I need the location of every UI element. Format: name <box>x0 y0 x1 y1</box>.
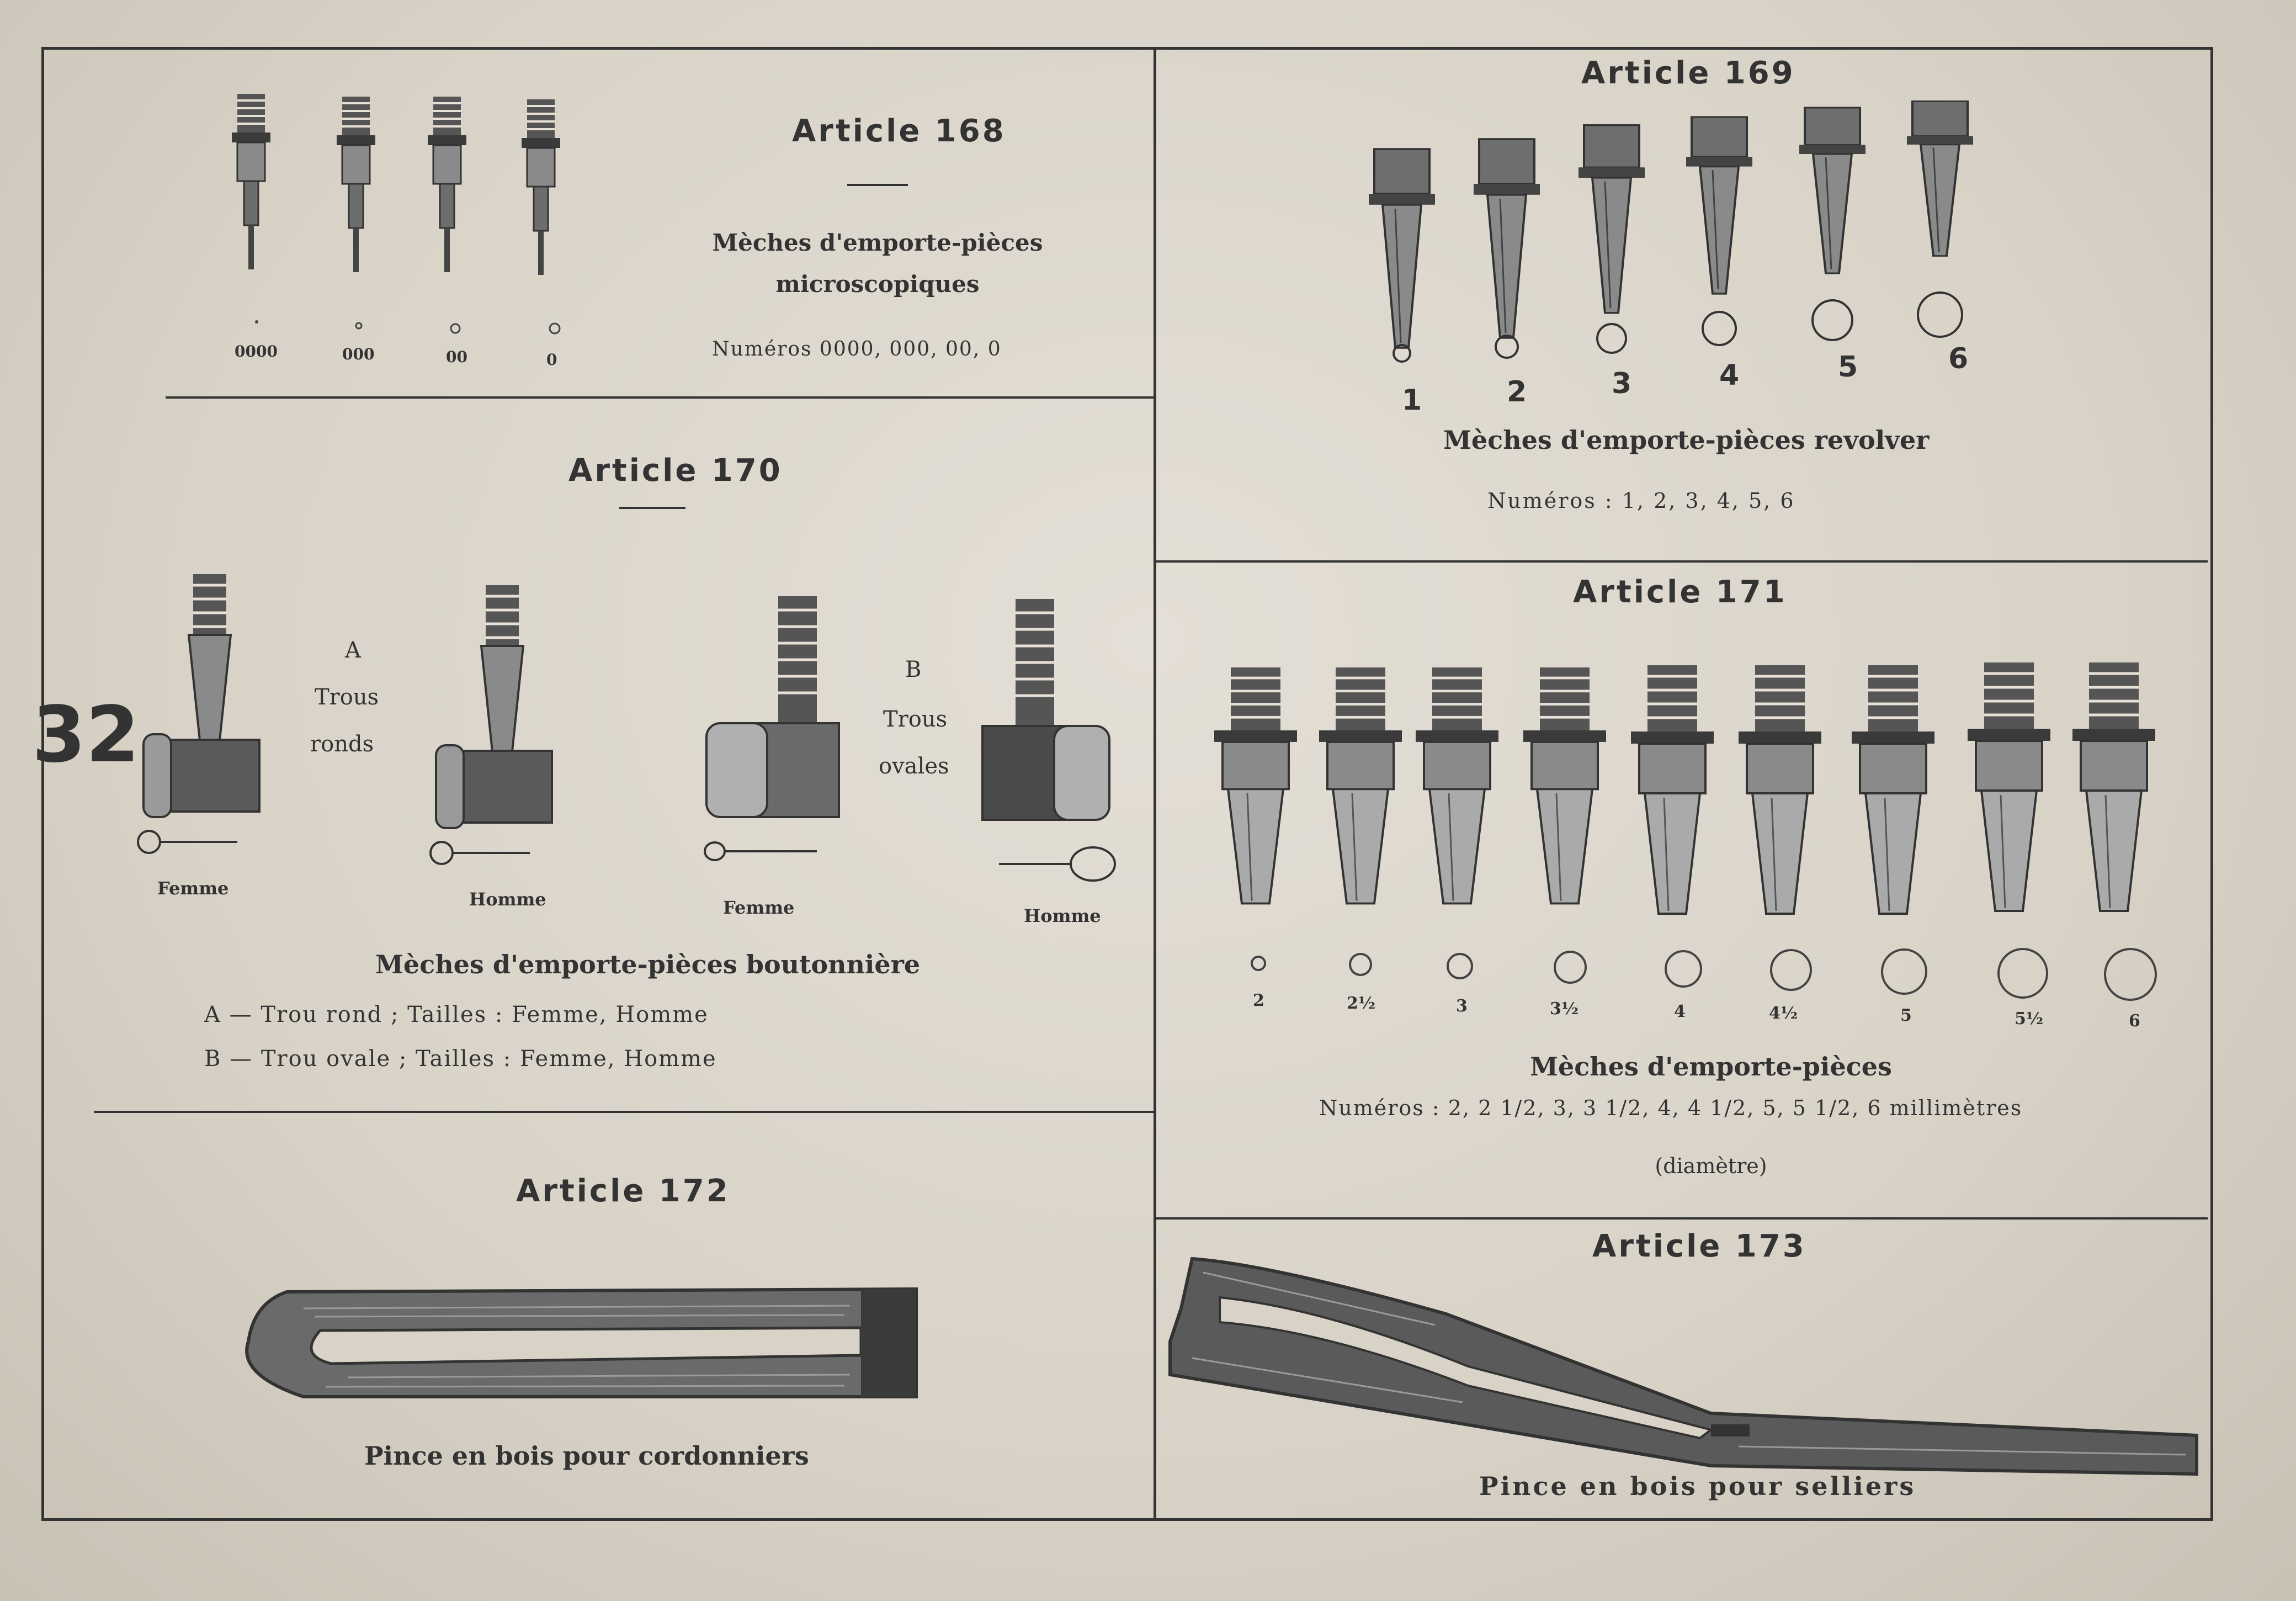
revolver-label-3: 3 <box>1612 367 1632 400</box>
bit-label-00: 00 <box>446 348 467 366</box>
divider-168-170 <box>166 396 1154 399</box>
bit-label-5-half: 5½ <box>2015 1009 2044 1029</box>
bit-label-6: 6 <box>2129 1011 2140 1031</box>
article-170-line-b: B — Trou ovale ; Tailles : Femme, Homme <box>204 1046 717 1072</box>
article-168-numbers: Numéros 0000, 000, 00, 0 <box>712 338 1002 361</box>
hole-size-circles <box>1251 948 2157 1001</box>
article-171-numbers-unit: (diamètre) <box>1655 1154 1767 1178</box>
wooden-clamp-illustration <box>245 1287 918 1398</box>
bit-label-0000: 0000 <box>235 342 278 361</box>
article-169-description: Mèches d'emporte-pièces revolver <box>1443 425 1930 455</box>
title-underline <box>619 507 685 509</box>
divider-170-172 <box>94 1111 1154 1113</box>
article-171-title: Article 171 <box>1573 574 1787 610</box>
article-169-title: Article 169 <box>1581 55 1795 91</box>
group-b-letter: B <box>905 657 922 682</box>
divider-169-171 <box>1154 560 2208 563</box>
article-169-numbers: Numéros : 1, 2, 3, 4, 5, 6 <box>1487 489 1795 513</box>
article-172-description: Pince en bois pour cordonniers <box>364 1441 809 1471</box>
revolver-label-6: 6 <box>1948 342 1969 375</box>
group-a-letter: A <box>345 638 361 663</box>
revolver-label-2: 2 <box>1507 375 1527 409</box>
article-170-line-a: A — Trou rond ; Tailles : Femme, Homme <box>204 1002 709 1027</box>
article-170-description: Mèches d'emporte-pièces boutonnière <box>375 950 921 979</box>
article-168-description-2: microscopiques <box>775 271 980 298</box>
column-divider <box>1154 47 1156 1518</box>
bit-label-5: 5 <box>1900 1006 1912 1025</box>
article-170-title: Article 170 <box>568 453 783 489</box>
article-168-title: Article 168 <box>792 113 1006 149</box>
bit-label-3: 3 <box>1456 996 1468 1016</box>
article-173-description: Pince en bois pour selliers <box>1479 1471 1916 1501</box>
revolver-label-5: 5 <box>1838 351 1858 384</box>
article-172-title: Article 172 <box>516 1173 730 1209</box>
group-a-label-2: ronds <box>310 731 374 757</box>
revolver-label-4: 4 <box>1719 359 1740 392</box>
revolver-punch-bits-illustration <box>1368 100 1974 363</box>
size-label-femme-a: Femme <box>157 878 229 899</box>
bit-label-2-half: 2½ <box>1347 994 1376 1013</box>
saddler-clamp-illustration <box>1168 1257 2198 1476</box>
group-a-label: Trous <box>315 685 379 710</box>
size-label-homme-b: Homme <box>1024 905 1101 926</box>
microscopic-punch-bits-illustration <box>231 93 561 335</box>
article-173-title: Article 173 <box>1592 1228 1806 1264</box>
group-b-label: Trous <box>883 707 948 732</box>
page-number: 32 <box>32 690 140 780</box>
size-label-homme-a: Homme <box>469 889 546 910</box>
bit-label-000: 000 <box>342 345 375 363</box>
bit-label-4: 4 <box>1674 1002 1686 1021</box>
article-168-description: Mèches d'emporte-pièces <box>712 229 1043 256</box>
bit-label-2: 2 <box>1253 991 1264 1010</box>
page-frame <box>41 47 2213 1521</box>
bit-label-3-half: 3½ <box>1550 999 1579 1019</box>
size-label-femme-b: Femme <box>723 897 795 918</box>
bit-label-0: 0 <box>546 351 557 369</box>
bit-label-4-half: 4½ <box>1769 1004 1798 1023</box>
article-171-numbers: Numéros : 2, 2 1/2, 3, 3 1/2, 4, 4 1/2, … <box>1319 1096 2023 1120</box>
divider-171-173 <box>1154 1217 2208 1220</box>
title-underline <box>847 184 908 186</box>
group-b-label-2: ovales <box>879 754 949 779</box>
buttonhole-punch-bits-illustration <box>138 574 1116 882</box>
revolver-label-1: 1 <box>1402 384 1422 417</box>
article-171-description: Mèches d'emporte-pièces <box>1530 1052 1892 1082</box>
